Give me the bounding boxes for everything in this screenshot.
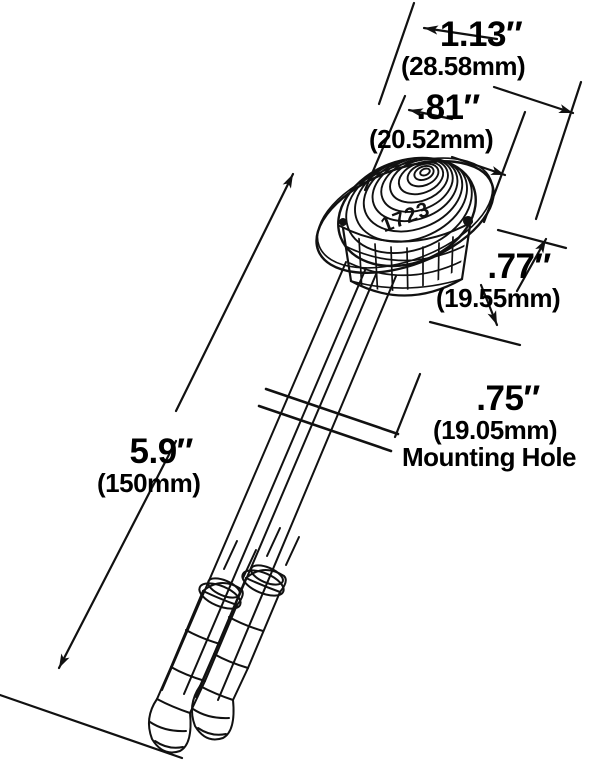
- dimension-label-lens-diameter: .81″ (20.52mm): [369, 88, 494, 153]
- dimension-value-metric: (20.52mm): [369, 124, 494, 155]
- break-lines: [257, 387, 400, 453]
- dimension-label-flange-diameter: 1.13″ (28.58mm): [401, 15, 526, 80]
- lens-detail-dot-2: [339, 218, 347, 226]
- dim-0-75-leader: [393, 372, 422, 439]
- dimension-value-imperial: .77″: [487, 247, 551, 286]
- dimension-value-imperial: 1.13″: [439, 15, 523, 54]
- lamp-assembly: 1723: [147, 155, 495, 754]
- dimension-value-metric: (19.05mm): [432, 415, 558, 446]
- dim-5-9-leaders: [0, 172, 295, 760]
- lens-detail-dot: [463, 216, 473, 226]
- dimension-value-metric: (19.55mm): [436, 283, 561, 314]
- dim-0-81-leaders: [363, 94, 527, 224]
- lens-dome: [337, 155, 477, 268]
- dimension-label-mounting-hole: .75″ (19.05mm) Mounting Hole: [402, 379, 577, 473]
- dimension-value-imperial: .81″: [416, 88, 480, 127]
- dimension-label-lead-length: 5.9″ (150mm): [97, 432, 201, 497]
- dimension-value-imperial: 5.9″: [129, 432, 194, 471]
- dimension-value-metric: (28.58mm): [401, 51, 526, 82]
- dimension-lines: [0, 1, 583, 760]
- terminal-right: [190, 527, 300, 741]
- dimension-value-metric: (150mm): [97, 468, 201, 499]
- dimension-note: Mounting Hole: [402, 442, 577, 473]
- dimension-label-body-height: .77″ (19.55mm): [436, 247, 561, 312]
- dim-0-77-leaders: [428, 228, 568, 347]
- dim-1-13-leaders: [377, 1, 583, 221]
- dimension-value-imperial: .75″: [476, 379, 540, 418]
